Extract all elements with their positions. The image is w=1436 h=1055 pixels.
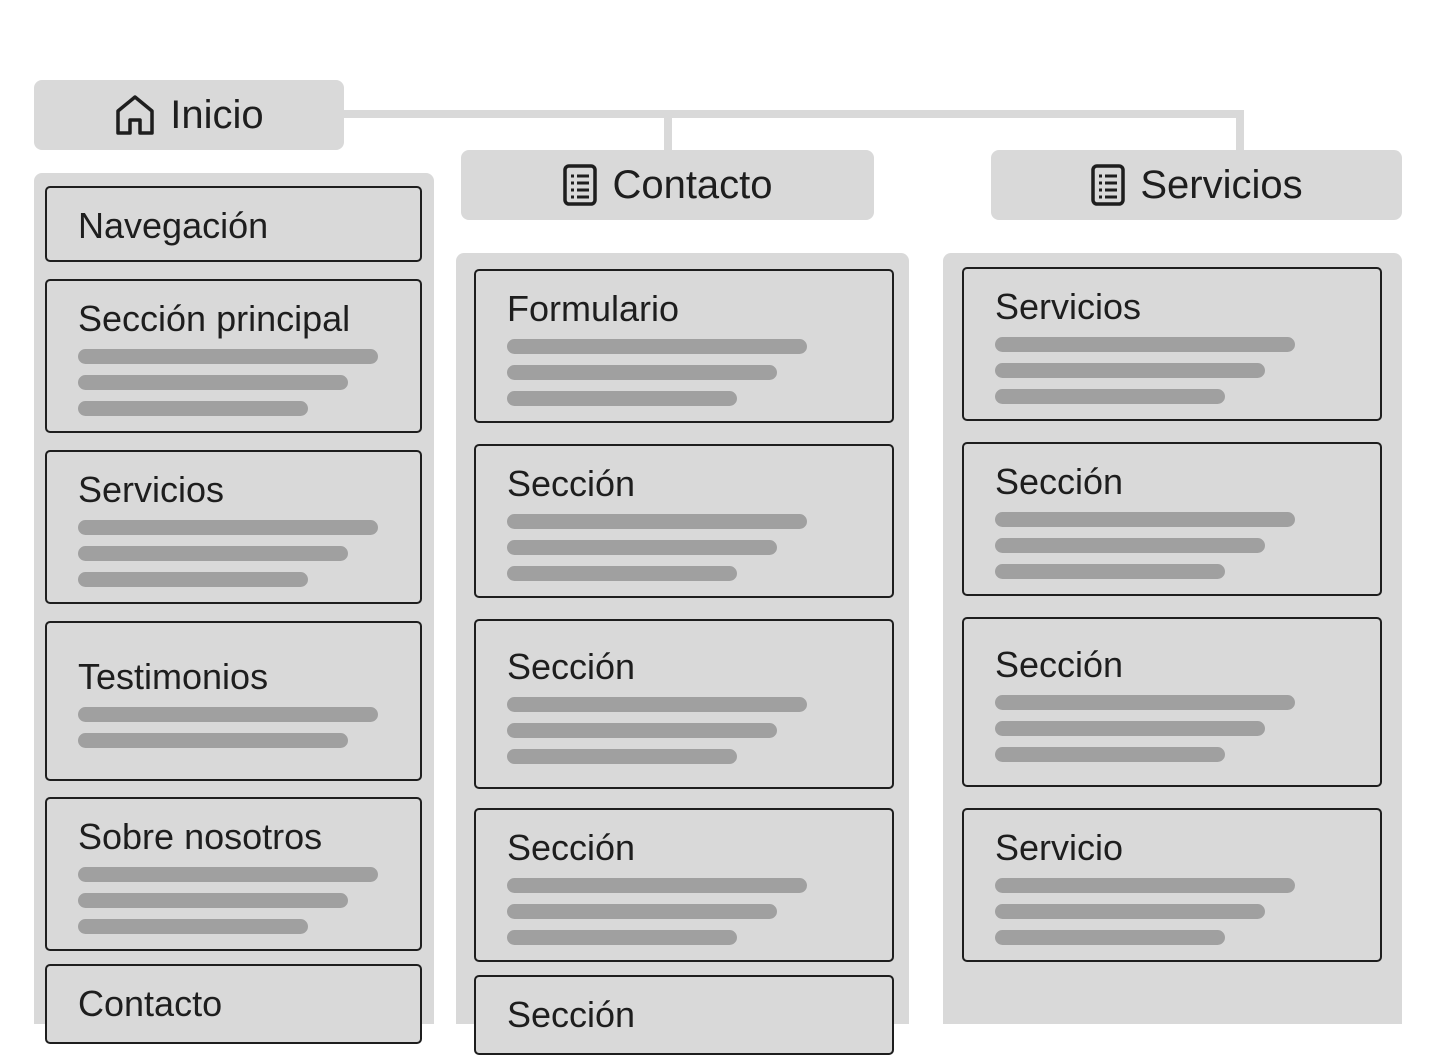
placeholder-line [507,514,807,529]
document-icon [562,163,598,207]
placeholder-line [78,919,308,934]
section-card[interactable]: Formulario [474,269,894,423]
page-tab-contacto[interactable]: Contacto [461,150,874,220]
section-title: Contacto [78,983,223,1024]
placeholder-line [995,695,1295,710]
connector-horizontal [342,110,1244,118]
section-card[interactable]: Servicios [45,450,422,604]
placeholder-line [995,389,1225,404]
placeholder-line [507,566,737,581]
section-title: Sección [995,461,1124,502]
placeholder-line [507,749,737,764]
servicios-column: Servicios Sección Sección Servicio [943,253,1402,1024]
section-title: Servicios [78,469,225,510]
section-card[interactable]: Sección [474,619,894,789]
section-title: Sección [507,994,636,1035]
page-title-contacto: Contacto [612,162,773,207]
placeholder-line [507,904,777,919]
placeholder-line [995,930,1225,945]
placeholder-line [78,546,348,561]
placeholder-line [995,904,1265,919]
placeholder-line [78,893,348,908]
placeholder-line [507,930,737,945]
section-title: Navegación [78,205,269,246]
placeholder-line [507,339,807,354]
placeholder-line [995,747,1225,762]
placeholder-line [78,707,378,722]
page-title-servicios: Servicios [1140,162,1303,207]
section-title: Formulario [507,288,680,329]
placeholder-line [78,733,348,748]
section-card[interactable]: Servicio [962,808,1382,962]
section-card[interactable]: Sección [474,808,894,962]
document-icon [1090,163,1126,207]
placeholder-line [78,375,348,390]
page-title-inicio: Inicio [170,92,264,137]
placeholder-line [995,337,1295,352]
section-title: Sección [507,827,636,868]
section-card[interactable]: Sección [474,975,894,1055]
section-card[interactable]: Servicios [962,267,1382,421]
contacto-column: Formulario Sección Sección Sección Secci… [456,253,909,1055]
placeholder-line [995,878,1295,893]
section-title: Testimonios [78,656,269,697]
connector-contacto [664,110,672,152]
placeholder-line [507,697,807,712]
page-tab-servicios[interactable]: Servicios [991,150,1402,220]
inicio-column: Navegación Sección principal Servicios T… [34,173,434,1044]
section-card[interactable]: Testimonios [45,621,422,781]
placeholder-line [995,538,1265,553]
section-title: Sobre nosotros [78,816,323,857]
placeholder-line [78,572,308,587]
section-card[interactable]: Navegación [45,186,422,262]
section-card[interactable]: Sección [962,617,1382,787]
page-tab-inicio[interactable]: Inicio [34,80,344,150]
placeholder-line [995,721,1265,736]
placeholder-line [507,391,737,406]
placeholder-line [995,564,1225,579]
placeholder-line [78,349,378,364]
section-card[interactable]: Sobre nosotros [45,797,422,951]
placeholder-line [507,723,777,738]
section-title: Servicios [995,286,1142,327]
section-card[interactable]: Sección principal [45,279,422,433]
section-title: Sección [507,646,636,687]
section-title: Servicio [995,827,1124,868]
placeholder-line [78,867,378,882]
placeholder-line [507,540,777,555]
section-title: Sección [507,463,636,504]
section-card[interactable]: Contacto [45,964,422,1044]
home-icon [114,93,156,137]
placeholder-line [78,520,378,535]
connector-servicios [1236,110,1244,152]
section-card[interactable]: Sección [474,444,894,598]
placeholder-line [995,512,1295,527]
placeholder-line [507,365,777,380]
placeholder-line [507,878,807,893]
placeholder-line [995,363,1265,378]
section-title: Sección principal [78,298,351,339]
section-card[interactable]: Sección [962,442,1382,596]
section-title: Sección [995,644,1124,685]
placeholder-line [78,401,308,416]
